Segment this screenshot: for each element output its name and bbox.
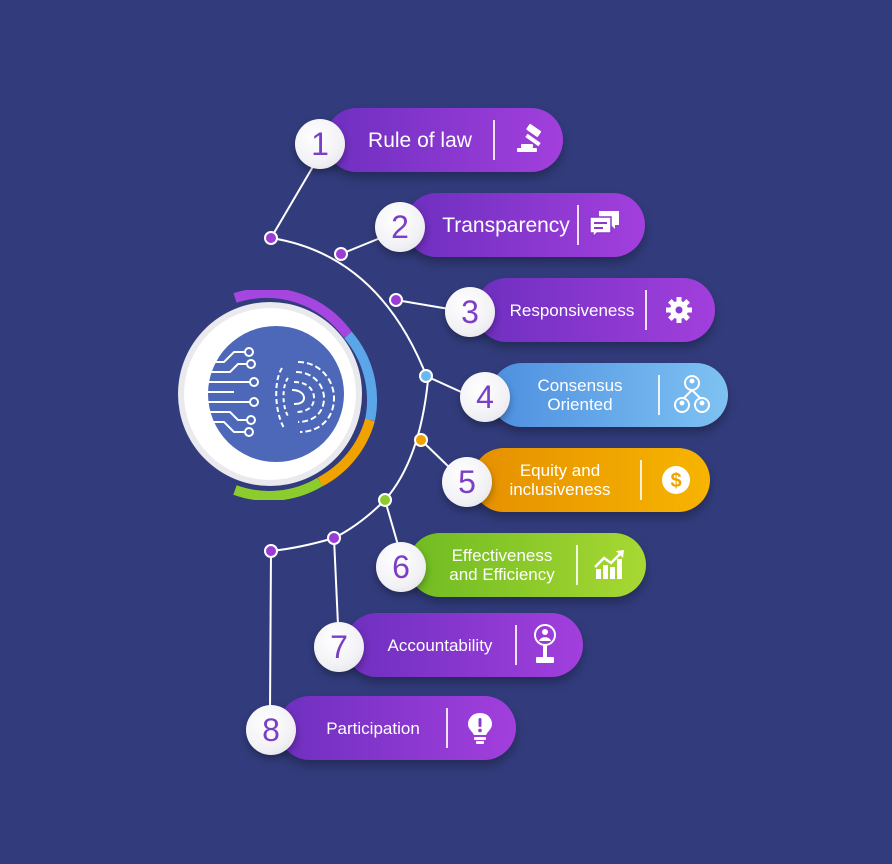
dollar-coin-icon: $ <box>662 466 690 494</box>
item-number: 6 <box>376 542 426 592</box>
item-number: 1 <box>295 119 345 169</box>
svg-text:$: $ <box>670 470 681 492</box>
item-label: Consensus Oriented <box>537 376 623 414</box>
item-label: Equity and inclusiveness <box>509 461 611 499</box>
item-pill-6: Effectiveness and Efficiency <box>408 533 646 597</box>
item-label: Accountability <box>387 635 493 655</box>
lightbulb-icon <box>468 713 492 744</box>
connector-dot <box>264 544 278 558</box>
divider <box>446 708 448 748</box>
connector-dot <box>419 369 433 383</box>
divider <box>577 205 579 245</box>
item-number: 3 <box>445 287 495 337</box>
growth-chart-icon <box>594 550 624 579</box>
connector-dot <box>414 433 428 447</box>
chat-bubbles-icon <box>589 211 619 239</box>
connector-dot <box>334 247 348 261</box>
people-network-icon <box>674 375 710 413</box>
item-pill-4: Consensus Oriented <box>490 363 728 427</box>
item-label: Participation <box>326 718 420 738</box>
item-pill-1: Rule of law <box>325 108 563 172</box>
connector-dot <box>264 231 278 245</box>
item-number: 2 <box>375 202 425 252</box>
divider <box>515 625 517 665</box>
divider <box>493 120 495 160</box>
divider <box>640 460 642 500</box>
digital-fingerprint-icon <box>202 347 336 437</box>
item-pill-7: Accountability <box>345 613 583 677</box>
gavel-icon <box>517 123 542 152</box>
person-podium-icon <box>534 624 556 663</box>
item-pill-3: Responsiveness <box>475 278 715 342</box>
item-label: Transparency <box>442 213 570 237</box>
item-pill-2: Transparency <box>405 193 645 257</box>
item-label: Effectiveness and Efficiency <box>449 546 555 584</box>
divider <box>658 375 660 415</box>
hub-graphic <box>178 290 377 500</box>
connector-dot <box>378 493 392 507</box>
divider <box>576 545 578 585</box>
divider <box>645 290 647 330</box>
connector-dot <box>389 293 403 307</box>
item-pill-5: Equity and inclusiveness $ <box>472 448 710 512</box>
gear-icon <box>666 297 692 323</box>
item-number: 7 <box>314 622 364 672</box>
item-number: 5 <box>442 457 492 507</box>
item-label: Rule of law <box>368 128 472 152</box>
connector-dot <box>327 531 341 545</box>
item-number: 8 <box>246 705 296 755</box>
item-pill-8: Participation <box>278 696 516 760</box>
item-label: Responsiveness <box>509 300 635 320</box>
item-number: 4 <box>460 372 510 422</box>
